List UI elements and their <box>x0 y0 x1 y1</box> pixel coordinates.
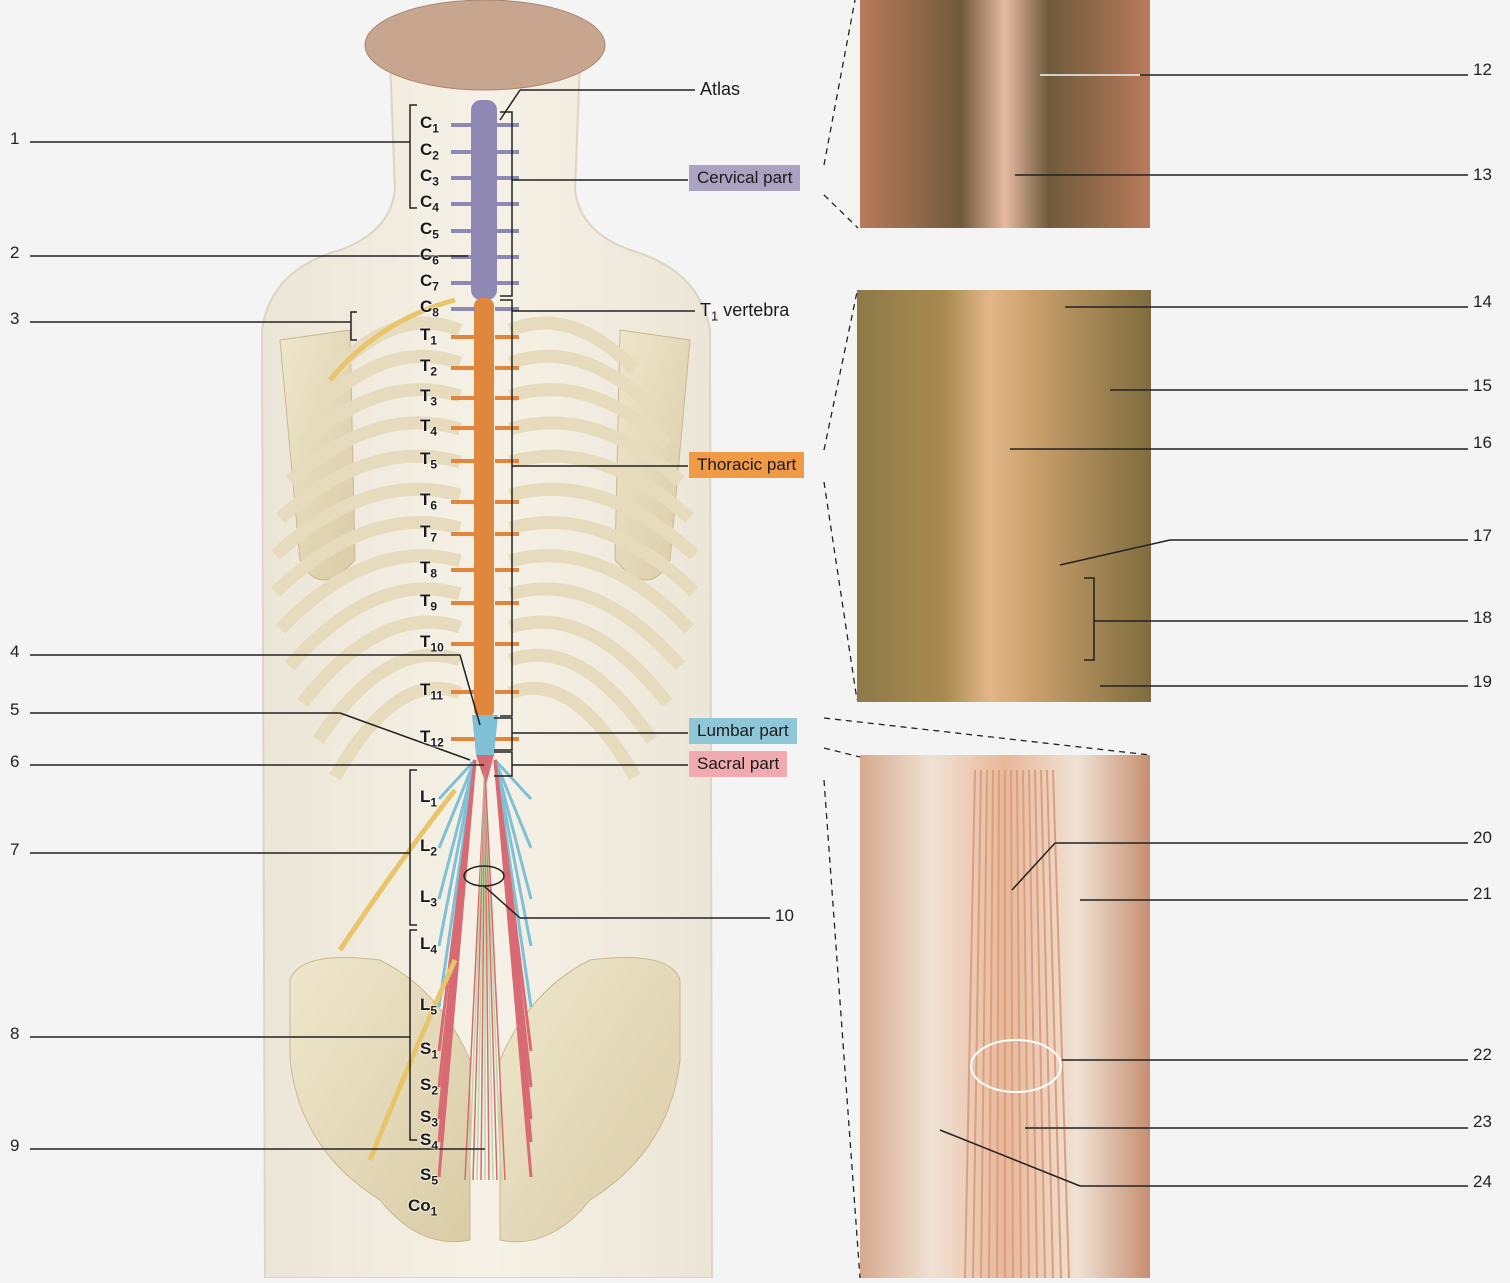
vertebra-label: T11 <box>420 680 443 702</box>
callout-10: 10 <box>775 906 794 926</box>
vertebra-label: T10 <box>420 632 444 654</box>
thoracic-cord <box>474 298 494 718</box>
vertebra-label: C2 <box>420 140 439 162</box>
vertebra-label: C4 <box>420 192 439 214</box>
callout-24: 24 <box>1473 1172 1492 1192</box>
cervical-cord <box>471 100 497 300</box>
callout-19: 19 <box>1473 672 1492 692</box>
callout-9: 9 <box>10 1136 19 1156</box>
photo-cervical <box>860 0 1150 228</box>
vertebra-label: L2 <box>420 836 437 858</box>
callout-16: 16 <box>1473 433 1492 453</box>
callout-2: 2 <box>10 243 19 263</box>
callout-8: 8 <box>10 1024 19 1044</box>
vertebra-label: T2 <box>420 356 437 378</box>
vertebra-label: S2 <box>420 1075 438 1097</box>
thoracic-part-label: Thoracic part <box>689 452 804 478</box>
sacral-part-label: Sacral part <box>689 751 787 777</box>
vertebra-label: T5 <box>420 449 437 471</box>
callout-14: 14 <box>1473 292 1492 312</box>
vertebra-label: T6 <box>420 490 437 512</box>
callout-20: 20 <box>1473 828 1492 848</box>
photo-thoracic <box>857 290 1151 702</box>
lumbar-part-label: Lumbar part <box>689 718 797 744</box>
vertebra-label: C1 <box>420 113 439 135</box>
vertebra-label: C6 <box>420 245 439 267</box>
callout-1: 1 <box>10 129 19 149</box>
callout-21: 21 <box>1473 884 1492 904</box>
t1-vertebra-label: T1 vertebra <box>700 300 789 324</box>
callout-13: 13 <box>1473 165 1492 185</box>
vertebra-label: C7 <box>420 271 439 293</box>
vertebra-label: L1 <box>420 787 437 809</box>
vertebra-label: S4 <box>420 1130 438 1152</box>
vertebra-label: T7 <box>420 522 437 544</box>
callout-22: 22 <box>1473 1045 1492 1065</box>
callout-4: 4 <box>10 642 19 662</box>
vertebra-label: C5 <box>420 219 439 241</box>
vertebra-label: C3 <box>420 166 439 188</box>
vertebra-label: S3 <box>420 1107 438 1129</box>
lumbar-cord <box>472 715 498 755</box>
callout-12: 12 <box>1473 60 1492 80</box>
vertebra-label: T12 <box>420 727 444 749</box>
atlas-label: Atlas <box>700 79 740 100</box>
callout-3: 3 <box>10 309 19 329</box>
callout-7: 7 <box>10 840 19 860</box>
vertebra-label: T1 <box>420 325 437 347</box>
vertebra-label: T4 <box>420 416 437 438</box>
vertebra-label: S1 <box>420 1039 438 1061</box>
callout-6: 6 <box>10 752 19 772</box>
brain <box>365 0 605 90</box>
vertebra-label: T9 <box>420 591 437 613</box>
vertebra-label: L3 <box>420 887 437 909</box>
vertebra-label: L5 <box>420 995 437 1017</box>
callout-18: 18 <box>1473 608 1492 628</box>
callout-5: 5 <box>10 700 19 720</box>
vertebra-label: T8 <box>420 558 437 580</box>
vertebra-label: T3 <box>420 386 437 408</box>
vertebra-label: L4 <box>420 934 437 956</box>
vertebra-label: C8 <box>420 297 439 319</box>
callout-23: 23 <box>1473 1112 1492 1132</box>
callout-17: 17 <box>1473 526 1492 546</box>
callout-15: 15 <box>1473 376 1492 396</box>
vertebra-label: Co1 <box>408 1196 437 1218</box>
vertebra-label: S5 <box>420 1165 438 1187</box>
leader-lines <box>30 75 1468 1186</box>
cervical-part-label: Cervical part <box>689 165 800 191</box>
